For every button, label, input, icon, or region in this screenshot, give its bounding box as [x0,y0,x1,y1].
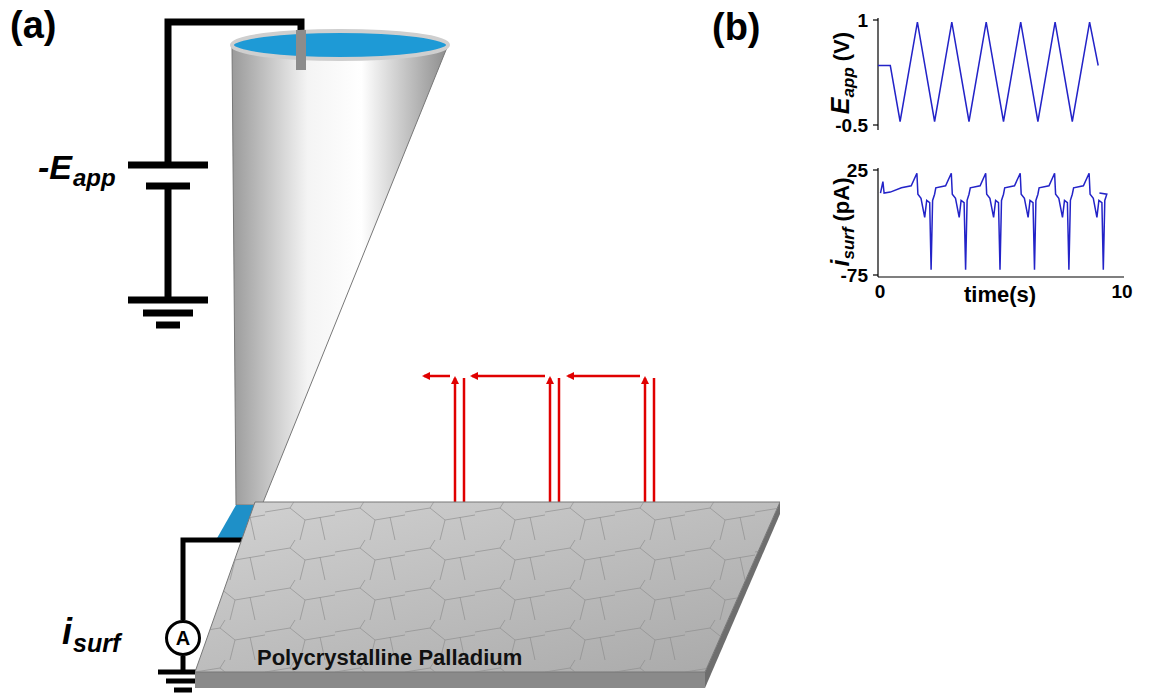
axis-title: time(s) [964,284,1036,306]
axis-symbol: i [826,260,854,267]
axis-unit: (pA) [829,177,854,221]
potential-trace [878,22,1098,121]
axis-symbol: E [826,97,854,114]
panel-label: (b) [712,8,761,46]
tick-label: 10 [1111,282,1132,301]
subscript: app [73,166,116,190]
axis-title: isurf(pA) [828,177,853,266]
ammeter-symbol: A [165,620,201,656]
tick-label: 25 [847,161,868,180]
axis-subscript: surf [839,227,858,259]
current-symbol: i [62,614,72,650]
pipette [216,30,448,540]
tick-label: -75 [841,266,868,285]
axis-subscript: app [839,67,858,97]
tick-label: 0 [875,282,886,301]
plate-label: Polycrystalline Palladium [257,645,522,671]
panel-label: (a) [10,6,56,44]
tick-label: -0.5 [835,116,868,135]
tick-label: 1 [857,11,868,30]
palladium-plate: Polycrystalline Palladium [195,500,780,692]
plot-axes [873,18,1124,277]
subscript: surf [73,631,120,656]
axis-unit: (V) [829,32,854,61]
current-trace [881,173,1107,270]
ammeter-letter: A [176,628,190,648]
voltage-symbol: -E [38,150,72,184]
axis-title: Eapp(V) [828,32,853,114]
